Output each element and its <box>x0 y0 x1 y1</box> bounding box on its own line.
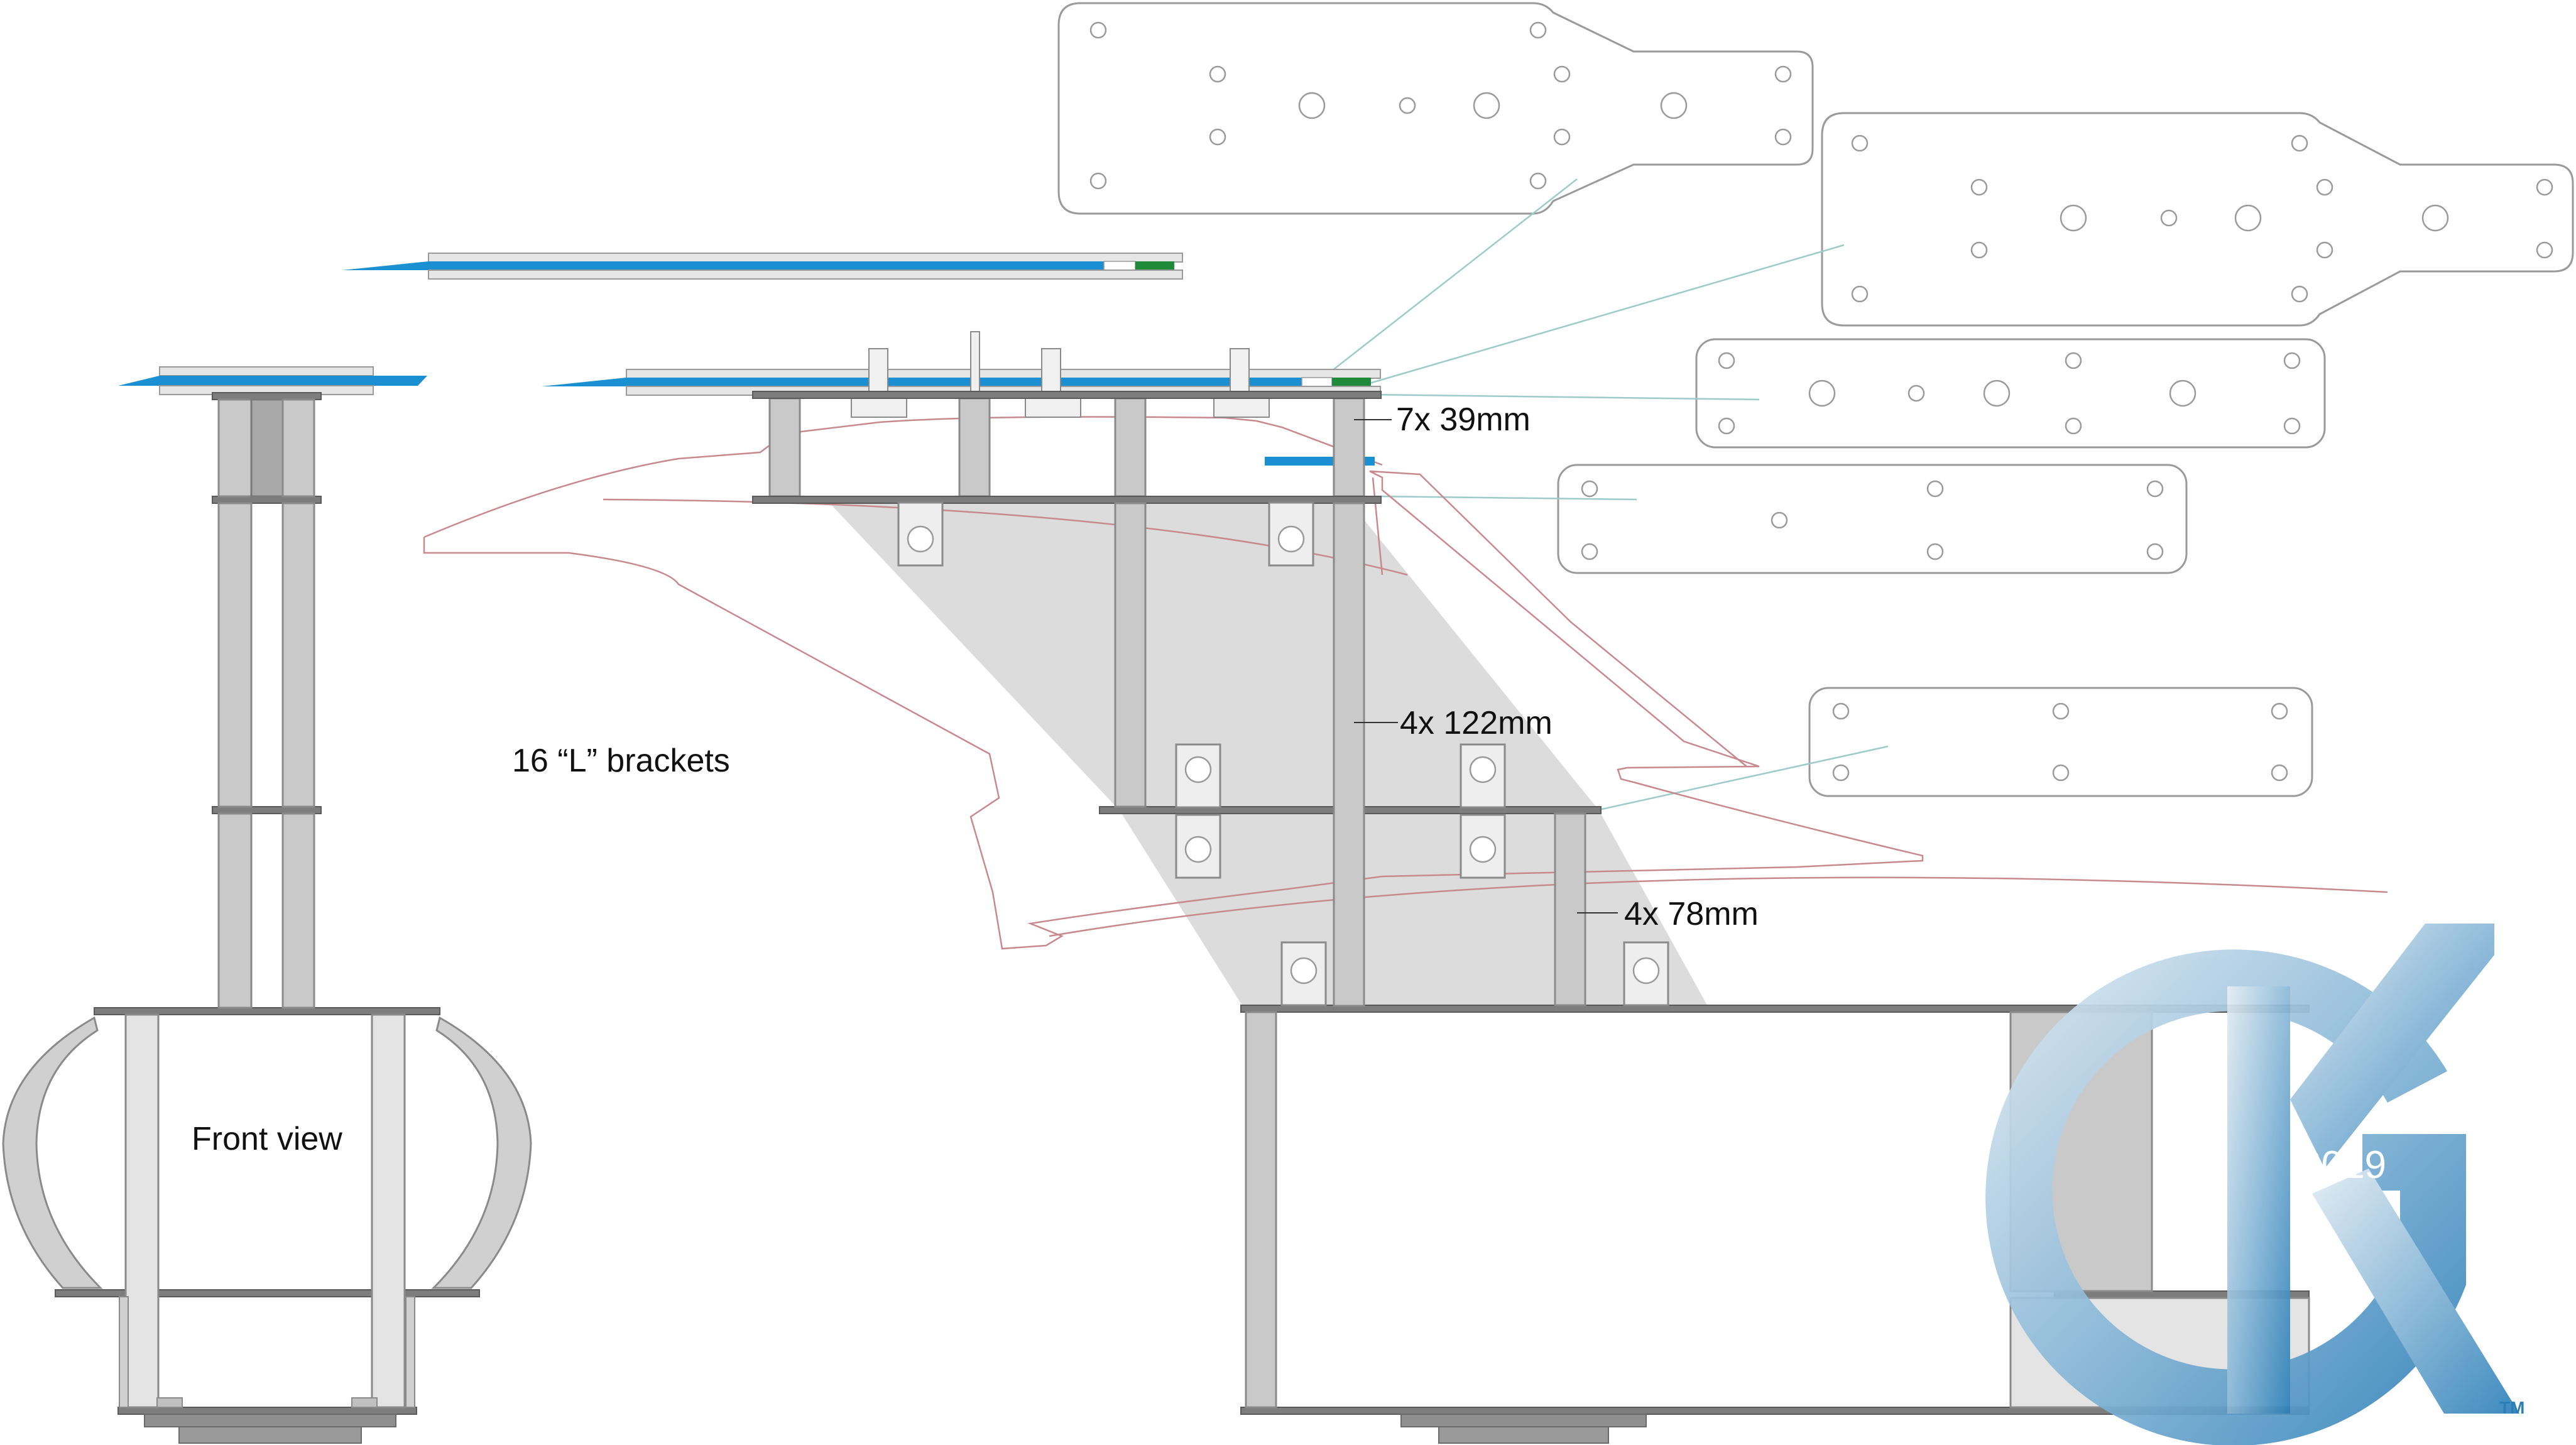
board-connectors <box>851 331 1270 418</box>
l-brackets-label: 16 “L” brackets <box>512 743 730 779</box>
front-view-plates <box>55 392 480 1415</box>
logo-year: 2019 <box>2300 1143 2386 1187</box>
dimension-leaders <box>1354 419 1618 913</box>
front-view-standoffs <box>217 398 315 1009</box>
trademark-symbol: TM <box>2499 1398 2524 1417</box>
stacked-board-top <box>342 253 1183 280</box>
standoffs-122mm <box>1114 502 1365 1007</box>
standoff-78mm-label: 4x 78mm <box>1624 896 1759 932</box>
front-view-body <box>2 1013 532 1444</box>
logo-g-ring <box>1985 949 2466 1445</box>
logo-k-stem <box>2227 986 2290 1414</box>
plate-outline-2 <box>1821 112 2574 327</box>
l-brackets <box>897 501 1669 1006</box>
gk-logo <box>1985 924 2519 1445</box>
front-view-label: Front view <box>192 1121 342 1157</box>
plate-leader-lines <box>1331 178 1889 812</box>
plate-outline-5 <box>1808 687 2313 797</box>
plate-outline-1 <box>1057 2 1814 215</box>
front-view-board <box>118 366 427 395</box>
standoff-39mm-label: 7x 39mm <box>1396 401 1531 438</box>
plate-outline-4 <box>1557 464 2188 574</box>
standoffs-78mm <box>1554 812 1586 1006</box>
logo-k-lower <box>2312 1169 2519 1414</box>
logo-k-upper <box>2290 924 2494 1169</box>
plate-outline-3 <box>1695 338 2326 449</box>
standoff-122mm-label: 4x 122mm <box>1400 705 1553 741</box>
